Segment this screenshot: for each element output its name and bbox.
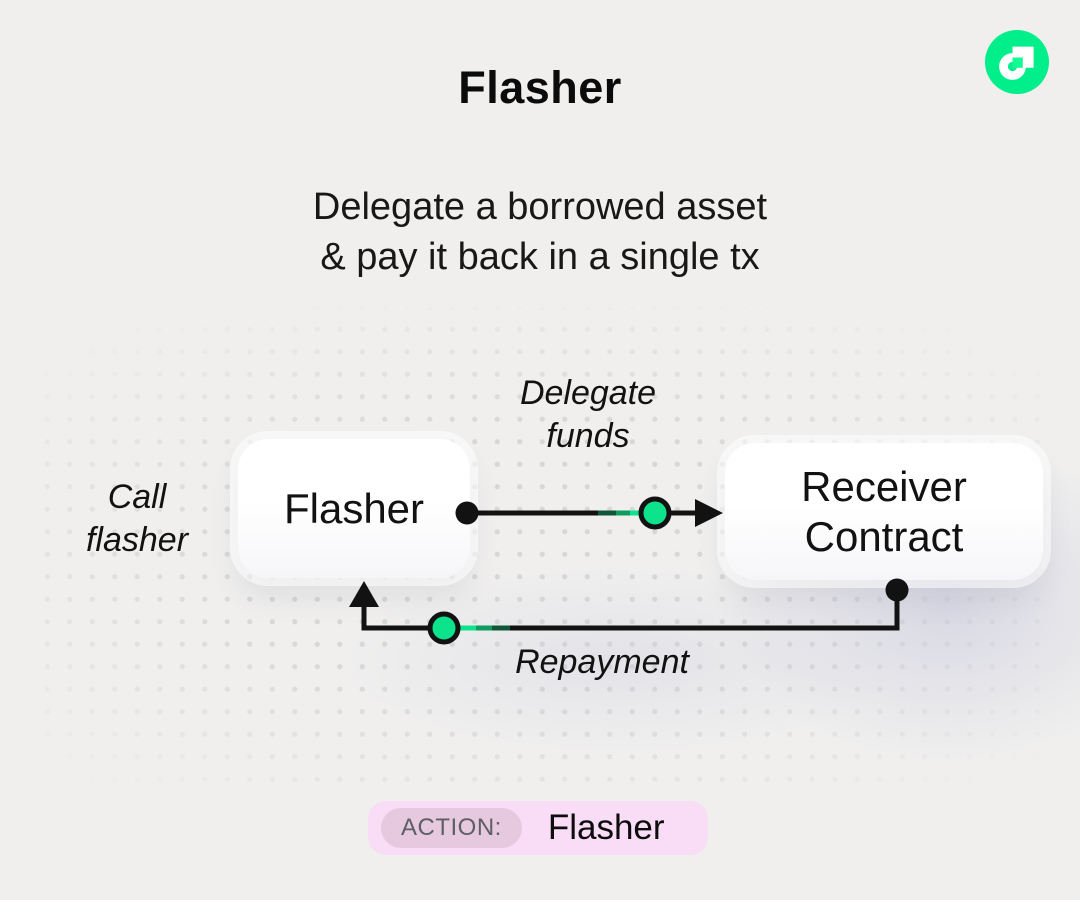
delegate-funds-label: Delegate funds (519, 374, 657, 455)
node-receiver-label-line2: Contract (804, 512, 964, 560)
subtitle-line2: & pay it back in a single tx (320, 236, 760, 278)
flow-logo-icon (985, 30, 1049, 94)
node-flasher-label: Flasher (283, 484, 425, 532)
subtitle-line1: Delegate a borrowed asset (312, 186, 768, 228)
action-label-pill: ACTION: (381, 808, 522, 848)
flow-logo-inner-square (1012, 57, 1023, 68)
node-flasher: Flasher (238, 439, 470, 578)
call-flasher-label: Call flasher (85, 478, 189, 559)
page-title: Flasher (458, 62, 622, 113)
node-receiver-label-line1: Receiver (801, 462, 967, 510)
action-badge: ACTION: Flasher (368, 801, 708, 855)
repayment-label: Repayment (515, 643, 689, 681)
flow-logo-flag (1012, 46, 1034, 68)
action-value: Flasher (547, 808, 665, 847)
subtitle: Delegate a borrowed asset & pay it back … (0, 182, 1080, 282)
node-receiver-contract: Receiver Contract (725, 443, 1043, 580)
